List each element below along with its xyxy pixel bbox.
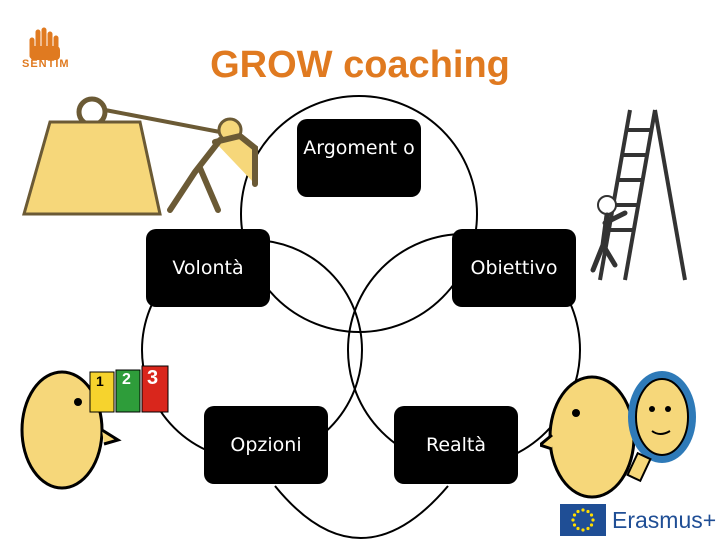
weight-illustration [10, 92, 270, 222]
mirror-head-illustration [540, 355, 720, 505]
arc-bottom [275, 486, 448, 538]
ladder-illustration [585, 105, 695, 285]
card-label-3: 3 [147, 367, 158, 390]
card-label-1: 1 [96, 373, 104, 389]
node-opzioni: Opzioni [204, 406, 328, 484]
page-title: GROW coaching [0, 44, 720, 87]
node-volonta: Volontà [146, 229, 270, 307]
node-obiettivo: Obiettivo [452, 229, 576, 307]
node-realta: Realtà [394, 406, 518, 484]
eu-flag-icon [560, 504, 606, 536]
erasmus-logo-text: Erasmus+ [612, 507, 716, 534]
node-argomento: Argoment o [297, 119, 421, 197]
card-label-2: 2 [122, 371, 131, 389]
